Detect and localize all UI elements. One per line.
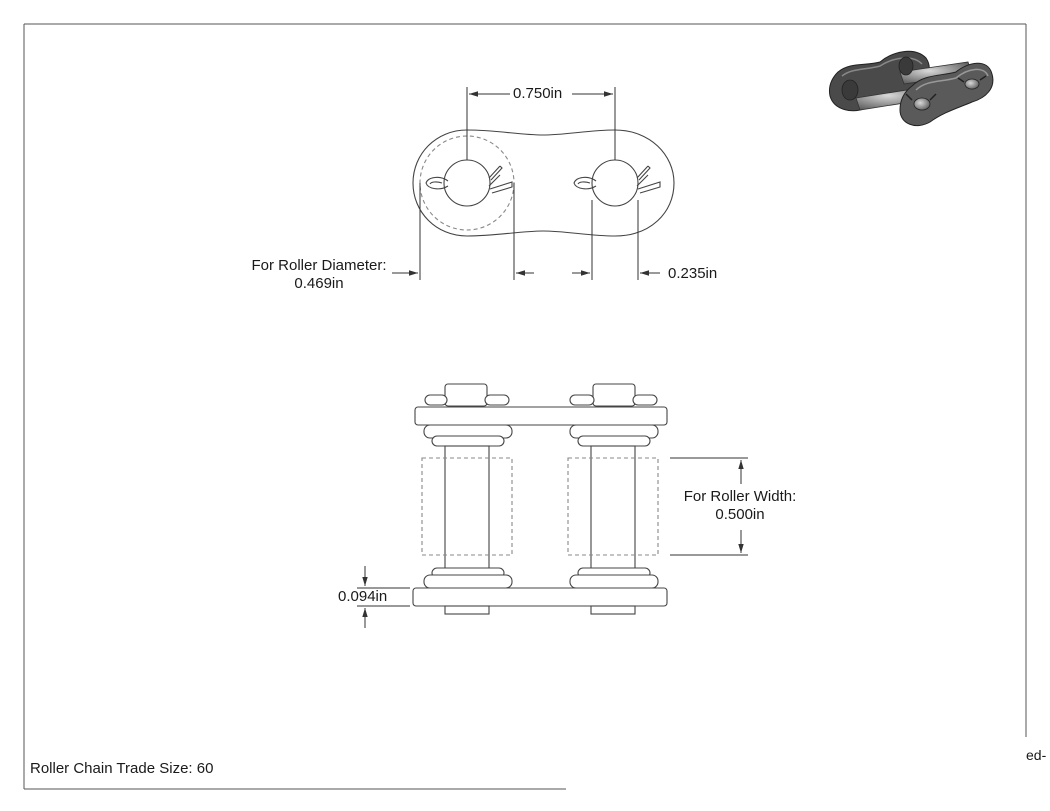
roller-width-caption: For Roller Width: 0.500in [678, 488, 802, 524]
pin-hole-right [591, 159, 639, 207]
cotter-pin-left [425, 176, 449, 190]
roller-diameter-label: For Roller Diameter: [251, 257, 387, 274]
plate-thickness-label: 0.094in [338, 588, 388, 605]
dim-pin-diameter [572, 200, 660, 280]
title-block: Roller Chain Trade Size: 60 [30, 760, 214, 777]
bottom-plate [412, 587, 668, 607]
roller-diameter-value: 0.469in [294, 275, 344, 292]
roller-diameter-caption: For Roller Diameter: 0.469in [246, 257, 392, 293]
side-view-plate [412, 129, 675, 237]
dim-roller-width [670, 457, 748, 556]
pin-diameter-label: 0.235in [668, 265, 718, 282]
pin-head-left [444, 383, 488, 407]
dim-plate-thickness [357, 566, 410, 628]
top-plate [414, 406, 668, 426]
pin-head-right [592, 383, 636, 407]
plate-outline [412, 129, 675, 237]
isometric-thumbnail [829, 50, 994, 126]
roller-width-value: 0.500in [715, 506, 765, 523]
pin-hole-left [443, 159, 491, 207]
dim-roller-diameter [392, 183, 534, 280]
top-view-assembly [412, 383, 668, 615]
pitch-label: 0.750in [513, 85, 563, 102]
roller-outline-left [421, 457, 513, 556]
roller-width-label: For Roller Width: [683, 488, 797, 505]
sheet-border [23, 23, 1027, 790]
pin-right [590, 445, 636, 577]
cutoff-text: ed- [1026, 747, 1047, 763]
pin-left [444, 445, 490, 577]
dim-pitch [466, 87, 616, 160]
cotter-pin-right [573, 176, 597, 190]
roller-outline-right [567, 457, 659, 556]
